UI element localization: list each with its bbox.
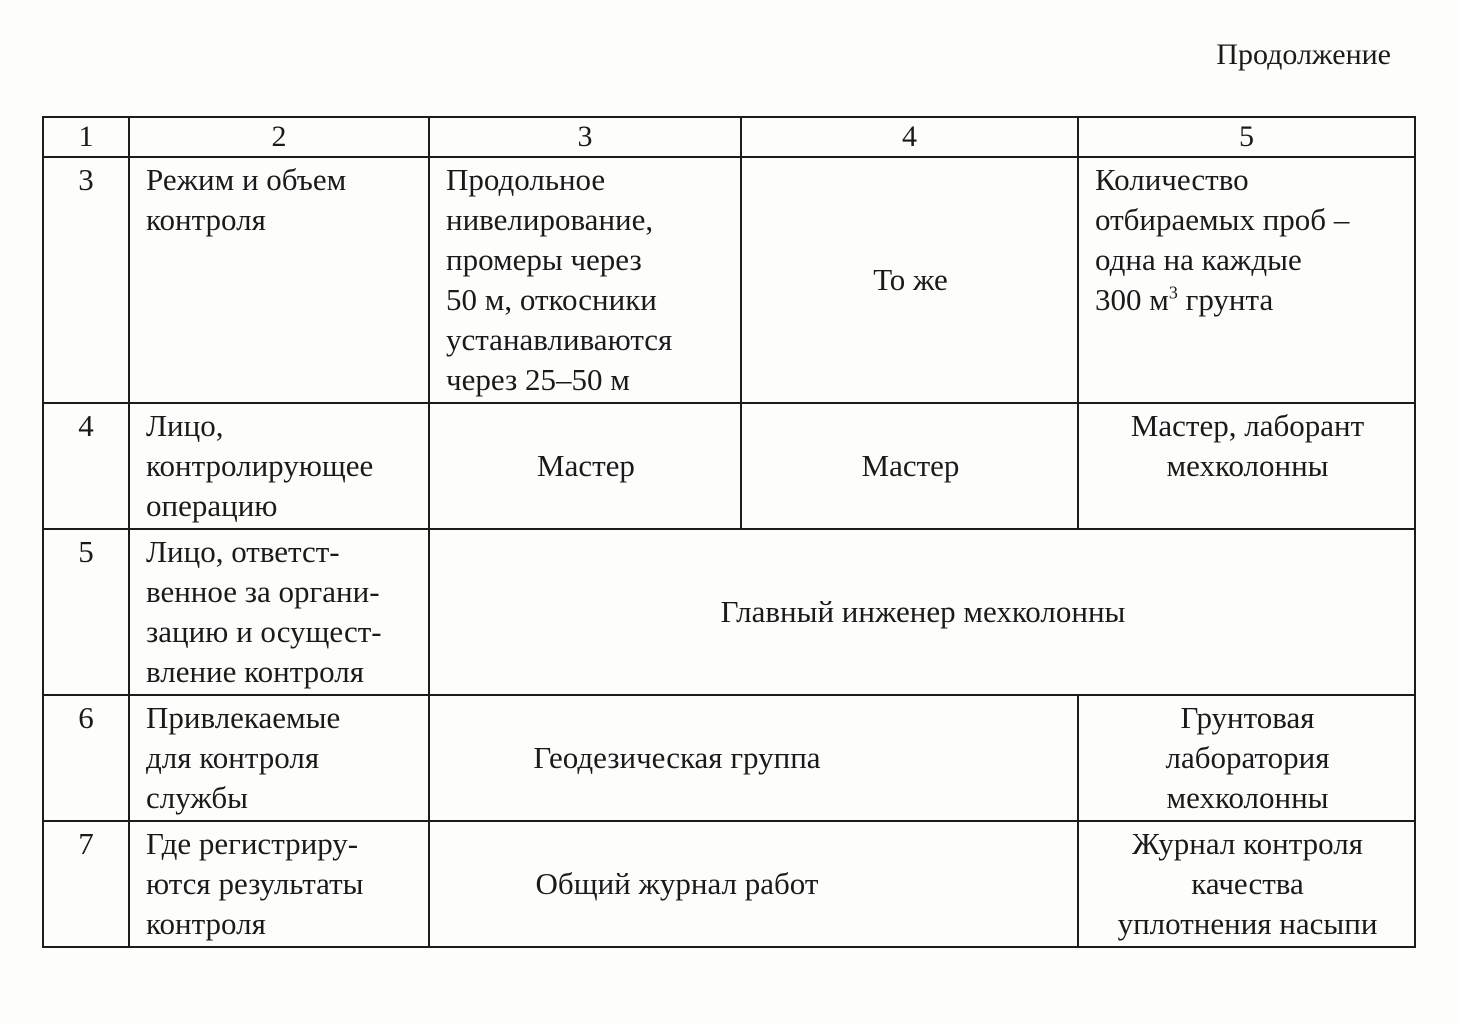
registry-left-text: Общий журнал работ — [535, 866, 819, 901]
controller-cell-5: Мастер, лаборант мехколонны — [1077, 402, 1416, 530]
row-label: Лицо, контролирующее операцию — [128, 402, 430, 530]
table-row: 6 Привлекаемые для контроля службы Геоде… — [42, 694, 1416, 822]
row-number: 7 — [42, 820, 130, 948]
registry-right-cell: Журнал контроля качества уплотнения насы… — [1077, 820, 1416, 948]
table-header-row: 1 2 3 4 5 — [42, 116, 1416, 158]
table-row: 7 Где регистриру- ются результаты контро… — [42, 820, 1416, 948]
row-number: 5 — [42, 528, 130, 696]
samples-text: Количество отбираемых проб – одна на каж… — [1095, 162, 1350, 317]
header-cell-3: 3 — [428, 116, 742, 158]
table-row: 4 Лицо, контролирующее операцию Мастер М… — [42, 402, 1416, 530]
same-as-cell: То же — [740, 156, 1079, 404]
continuation-label: Продолжение — [1216, 38, 1391, 71]
controller-cell-3: Мастер — [428, 402, 742, 530]
row-number: 6 — [42, 694, 130, 822]
control-method-cell: Продольное нивелирование, промеры через … — [428, 156, 742, 404]
header-cell-2: 2 — [128, 116, 430, 158]
samples-unit: грунта — [1177, 282, 1274, 317]
row-number: 4 — [42, 402, 130, 530]
services-right-cell: Грунтовая лаборатория мехколонны — [1077, 694, 1416, 822]
services-left-text: Геодезическая группа — [533, 740, 821, 775]
header-cell-1: 1 — [42, 116, 130, 158]
samples-cell: Количество отбираемых проб – одна на каж… — [1077, 156, 1416, 404]
table-row: 5 Лицо, ответст- венное за органи- зацию… — [42, 528, 1416, 696]
row-number: 3 — [42, 156, 130, 404]
control-table: 1 2 3 4 5 3 Режим и объем контроля Продо… — [42, 116, 1416, 948]
responsible-cell: Главный инженер мехколонны — [428, 528, 1416, 696]
header-cell-4: 4 — [740, 116, 1079, 158]
row-label: Привлекаемые для контроля службы — [128, 694, 430, 822]
row-label: Где регистриру- ются результаты контроля — [128, 820, 430, 948]
registry-left-cell: Общий журнал работ — [428, 820, 1079, 948]
row-label: Режим и объем контроля — [128, 156, 430, 404]
services-left-cell: Геодезическая группа — [428, 694, 1079, 822]
header-cell-5: 5 — [1077, 116, 1416, 158]
row-label: Лицо, ответст- венное за органи- зацию и… — [128, 528, 430, 696]
table-row: 3 Режим и объем контроля Продольное ниве… — [42, 156, 1416, 404]
controller-cell-4: Мастер — [740, 402, 1079, 530]
cubic-superscript: 3 — [1168, 282, 1178, 303]
